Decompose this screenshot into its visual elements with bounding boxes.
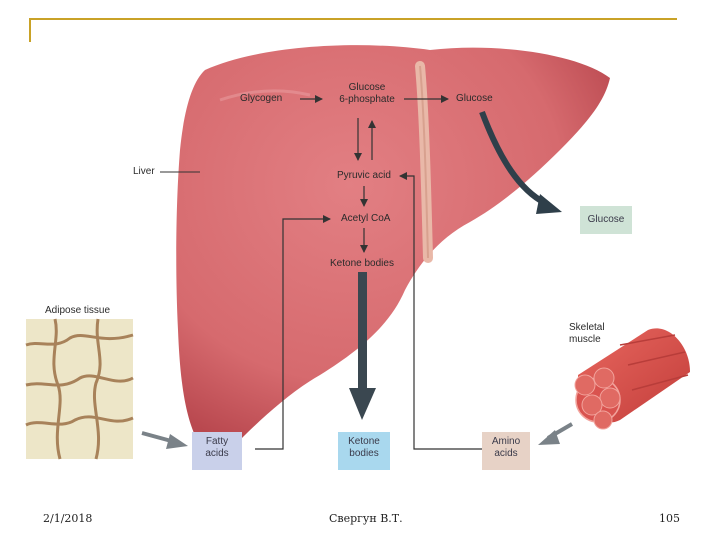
box-amino-line2: acids <box>494 448 518 459</box>
arrow-amino-to-pyruvic <box>399 172 482 450</box>
label-liver: Liver <box>133 166 155 177</box>
adipose-to-fatty-arrow <box>141 431 188 449</box>
pathway-arrows <box>255 95 482 450</box>
adipose-tissue-image <box>25 318 134 460</box>
glucose-export-arrow <box>479 110 562 214</box>
box-ketone-bodies: Ketone bodies <box>338 432 390 470</box>
box-glucose-out-text: Glucose <box>587 214 625 225</box>
label-skeletal-line1: Skeletal <box>569 322 605 333</box>
arrow-fatty-to-acetyl <box>255 215 331 450</box>
box-fatty-line1: Fatty <box>205 436 229 447</box>
footer-date: 2/1/2018 <box>43 512 93 525</box>
box-glucose-out: Glucose <box>580 206 632 234</box>
label-glucose-6-phosphate: Glucose 6-phosphate <box>330 82 404 106</box>
liver-organ <box>176 45 610 446</box>
footer-page-number: 105 <box>659 512 680 525</box>
box-ketone-line1: Ketone <box>348 436 380 447</box>
label-g6p-line1: Glucose <box>348 82 386 93</box>
box-ketone-line2: bodies <box>349 448 379 459</box>
box-amino-line1: Amino <box>491 436 521 447</box>
label-g6p-line2: 6-phosphate <box>339 94 395 105</box>
box-amino-acids: Amino acids <box>482 432 530 470</box>
label-glucose-liver: Glucose <box>456 93 493 104</box>
label-skeletal-line2: muscle <box>569 334 601 345</box>
box-fatty-line2: acids <box>205 448 229 459</box>
frame-top-line <box>29 18 677 20</box>
skeletal-muscle-image <box>574 328 690 430</box>
label-acetyl-coa: Acetyl CoA <box>341 213 391 224</box>
label-adipose-tissue: Adipose tissue <box>45 305 111 316</box>
muscle-to-amino-arrow <box>538 422 574 445</box>
label-skeletal-muscle: Skeletal muscle <box>569 322 605 346</box>
footer-author: Свергун В.Т. <box>329 512 403 525</box>
box-fatty-acids: Fatty acids <box>192 432 242 470</box>
label-pyruvic-acid: Pyruvic acid <box>337 170 391 181</box>
label-ketone-bodies-liver: Ketone bodies <box>330 258 394 269</box>
label-glycogen: Glycogen <box>240 93 283 104</box>
ketone-export-arrow <box>349 272 376 420</box>
frame-left-line <box>29 18 31 42</box>
